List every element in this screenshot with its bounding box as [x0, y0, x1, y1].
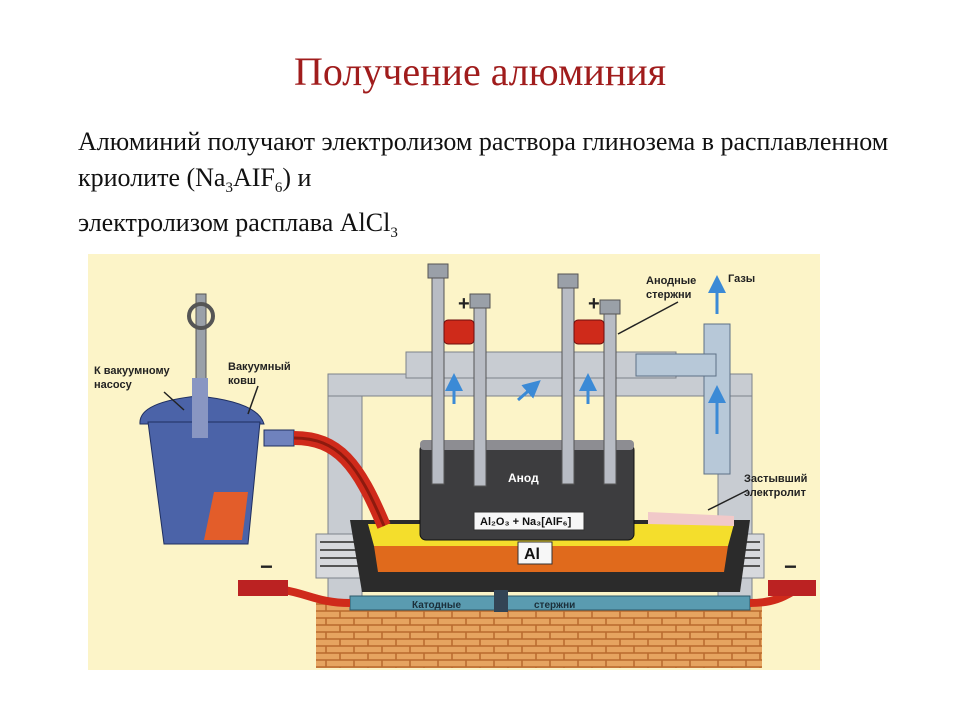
electrolyte-tag — [473, 511, 585, 531]
leader-vacuum-ladle — [247, 385, 259, 415]
leader-anode-rods — [617, 301, 679, 335]
label-electrolyte: Al₂O₃ + Na₃[AlF₆] — [480, 516, 572, 528]
label-anode-rods-1: Анодные — [646, 275, 696, 287]
second-line: электролизом расплава AlCl3 — [78, 208, 398, 241]
label-vacuum-ladle-2: ковш — [228, 375, 256, 387]
label-vacuum-ladle-1: Вакуумный — [228, 361, 291, 373]
line2-sub: 3 — [390, 225, 398, 241]
aluminum-tag — [517, 541, 553, 565]
leader-vacuum-pump — [163, 391, 185, 411]
label-aluminum: Al — [524, 546, 540, 563]
anode-top-edge — [420, 440, 634, 450]
intro-paragraph: Алюминий получают электролизом раствора … — [78, 124, 898, 196]
label-cathode-rods-left: Катодные — [412, 600, 461, 611]
label-vacuum-pump-2: насосу — [94, 379, 133, 391]
label-minus-left: − — [260, 554, 273, 579]
cathode-terminal-left — [238, 580, 288, 596]
para-text-3: ) и — [282, 163, 312, 192]
gas-duct — [445, 275, 731, 475]
label-plus-left: + — [458, 293, 470, 315]
cathode-clamp — [494, 590, 508, 612]
label-cathode-rods-right: стержни — [534, 600, 575, 611]
para-text-1: Алюминий получают электролизом раствора … — [78, 127, 889, 192]
label-anode-rods-2: стержни — [646, 289, 691, 301]
label-gases: Газы — [728, 273, 755, 285]
brick-foundation — [316, 602, 762, 668]
para-sub-1: 3 — [225, 180, 233, 196]
para-sub-2: 6 — [274, 180, 283, 196]
label-frozen-electrolyte-2: электролит — [744, 487, 807, 499]
anode-bus-left — [443, 319, 475, 345]
label-minus-right: − — [784, 554, 797, 579]
electrolysis-diagram: К вакуумному насосу Вакуумный ковш Анодн… — [88, 254, 820, 675]
cathode-terminal-right — [768, 580, 816, 596]
slide-title: Получение алюминия — [293, 49, 667, 94]
line2-text: электролизом расплава AlCl — [78, 208, 391, 237]
label-plus-right: + — [588, 293, 600, 315]
vacuum-ladle — [139, 293, 295, 545]
para-text-2: AIF — [232, 163, 275, 192]
leader-frozen-electrolyte — [707, 489, 749, 511]
electrolysis-diagram-svg: К вакуумному насосу Вакуумный ковш Анодн… — [88, 254, 820, 670]
label-frozen-electrolyte-1: Застывший — [744, 473, 807, 485]
frozen-crust — [648, 512, 734, 526]
anode-bus-right — [573, 319, 605, 345]
anode-rods — [427, 263, 621, 487]
label-vacuum-pump-1: К вакуумному — [94, 365, 170, 377]
label-anode: Анод — [508, 471, 539, 485]
